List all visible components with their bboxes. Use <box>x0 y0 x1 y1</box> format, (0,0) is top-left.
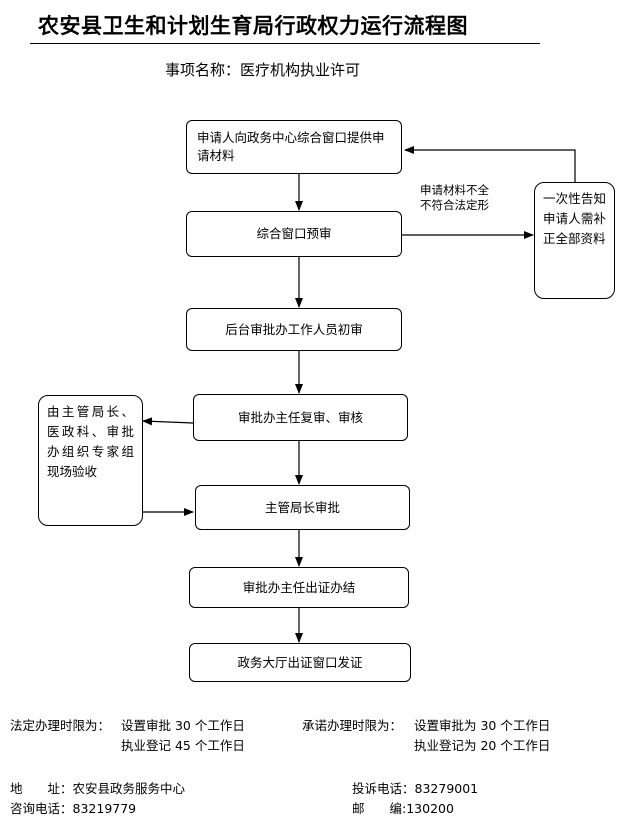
address-value: 农安县政务服务中心 <box>72 781 186 796</box>
step-hall-issue: 政务大厅出证窗口发证 <box>189 643 411 682</box>
address-label: 地 址： <box>10 781 73 796</box>
step-chief-approval-label: 主管局长审批 <box>264 499 340 515</box>
condition-note: 申请材料不全 不符合法定形 <box>420 183 489 213</box>
arrow-step4-inspect <box>142 417 194 426</box>
postcode-label: 邮 编: <box>352 801 407 816</box>
step-issue-certificate: 审批办主任出证办结 <box>189 567 409 608</box>
promise-time-line1: 设置审批为 30 个工作日 <box>414 718 551 733</box>
step-director-review-label: 审批办主任复审、审核 <box>237 409 363 425</box>
step-chief-approval: 主管局长审批 <box>195 485 410 530</box>
site-inspection-box: 由主管局长、医政科、审批办组织专家组现场验收 <box>38 395 143 526</box>
site-inspection-label: 由主管局长、医政科、审批办组织专家组现场验收 <box>47 404 134 479</box>
title-underline <box>30 43 540 44</box>
legal-time-label: 法定办理时限为： <box>10 718 111 733</box>
postcode: 邮 编:130200 <box>352 798 454 817</box>
legal-time-line2: 执业登记 45 个工作日 <box>121 738 245 753</box>
complaint-phone-label: 投诉电话： <box>352 781 415 796</box>
complaint-phone-value: 83279001 <box>414 781 479 796</box>
step-apply-materials-label: 申请人向政务中心综合窗口提供申请材料 <box>197 130 385 163</box>
complaint-phone: 投诉电话：83279001 <box>352 778 478 797</box>
promise-time-line2: 执业登记为 20 个工作日 <box>414 738 551 753</box>
postcode-value: 130200 <box>406 801 454 816</box>
step-window-pre-review-label: 综合窗口预审 <box>256 226 332 241</box>
condition-note-line2: 不符合法定形 <box>420 198 489 212</box>
step-director-review: 审批办主任复审、审核 <box>193 394 408 441</box>
consult-phone-label: 咨询电话： <box>10 801 73 816</box>
step-hall-issue-label: 政务大厅出证窗口发证 <box>237 654 363 670</box>
step-first-review: 后台审批办工作人员初审 <box>186 308 402 351</box>
reject-notice-label: 一次性告知申请人需补正全部资料 <box>543 191 606 246</box>
step-apply-materials: 申请人向政务中心综合窗口提供申请材料 <box>186 120 402 174</box>
consult-phone-value: 83219779 <box>72 801 137 816</box>
legal-time-line1: 设置审批 30 个工作日 <box>121 718 245 733</box>
condition-note-line1: 申请材料不全 <box>420 183 489 197</box>
page-title: 农安县卫生和计划生育局行政权力运行流程图 <box>38 13 468 38</box>
arrow-reject-step1 <box>404 146 576 182</box>
consult-phone: 咨询电话：83219779 <box>10 798 136 817</box>
step-first-review-label: 后台审批办工作人员初审 <box>225 321 363 337</box>
step-window-pre-review: 综合窗口预审 <box>186 211 402 257</box>
promise-time-label: 承诺办理时限为： <box>302 718 403 733</box>
step-issue-certificate-label: 审批办主任出证办结 <box>242 579 356 595</box>
address: 地 址：农安县政务服务中心 <box>10 778 185 797</box>
reject-notice-box: 一次性告知申请人需补正全部资料 <box>534 182 615 299</box>
item-name: 事项名称：医疗机构执业许可 <box>165 61 361 79</box>
